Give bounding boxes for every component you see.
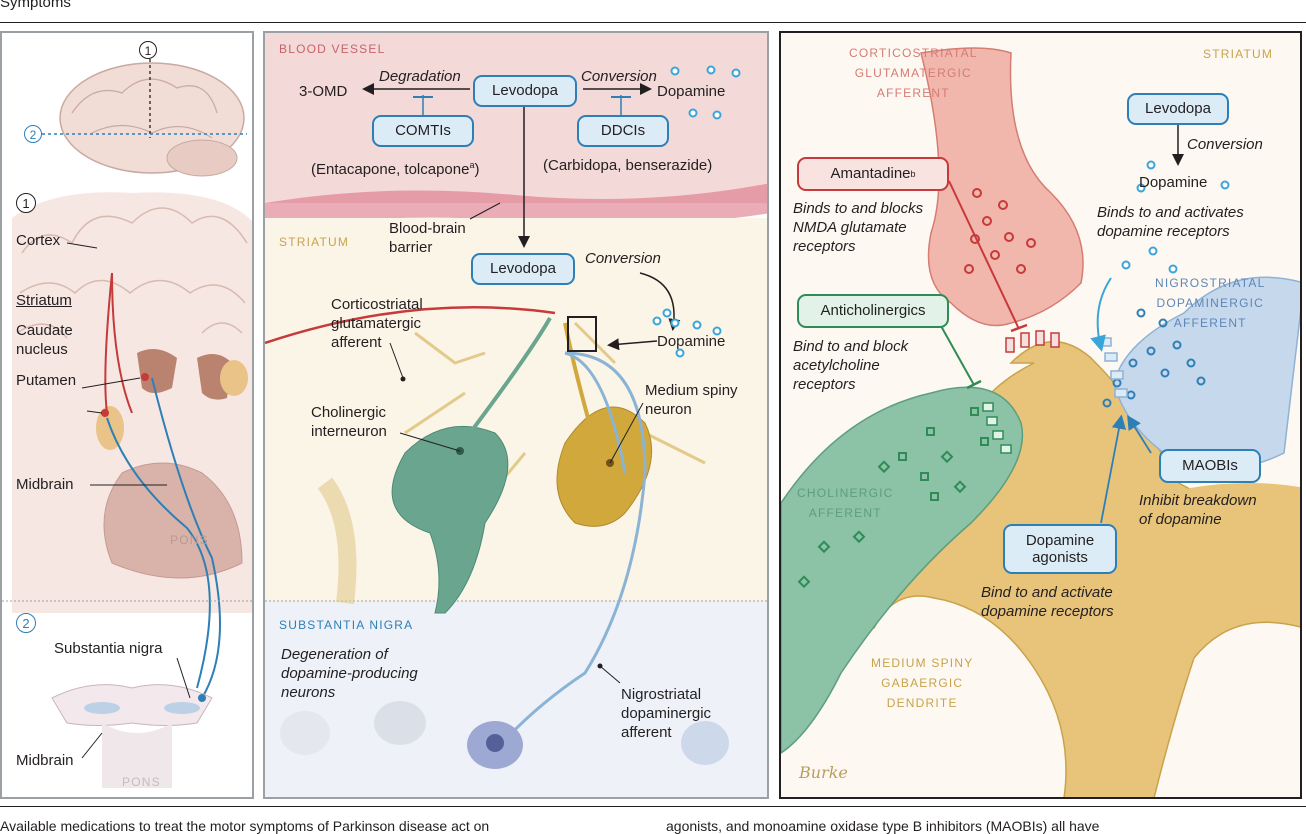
mechanism-panel: BLOOD VESSEL Degradation Conversion 3-OM… xyxy=(263,31,769,799)
marker-2-icon: 2 xyxy=(24,125,42,143)
corticostriatal-label: Corticostriatal glutamatergic afferent xyxy=(331,296,423,351)
striatum-region-label: STRIATUM xyxy=(279,235,350,249)
nigrostriatal-label: Nigrostriatal dopaminergic afferent xyxy=(621,686,712,741)
maobis-description: Inhibit breakdown of dopamine xyxy=(1139,492,1257,528)
section-2-marker-icon: 2 xyxy=(16,613,36,633)
anticholinergics-box: Anticholinergics xyxy=(797,294,949,328)
degeneration-label: Degeneration of dopamine-producing neuro… xyxy=(281,646,418,701)
dopamine-agonists-box: Dopamine agonists xyxy=(1003,524,1117,574)
ddci-examples: (Carbidopa, benserazide) xyxy=(543,157,713,174)
anatomy-illustration xyxy=(2,53,252,788)
midbrain-label: Midbrain xyxy=(16,476,74,493)
substantia-nigra-region-label: SUBSTANTIA NIGRA xyxy=(279,618,414,632)
blood-brain-barrier-label: Blood-brain barrier xyxy=(389,220,466,256)
ddcis-box: DDCIs xyxy=(577,115,669,147)
agonists-description: Bind to and activate dopamine receptors xyxy=(981,584,1114,620)
dopamine-label: Dopamine xyxy=(1139,174,1208,191)
cholinergic-label: Cholinergic interneuron xyxy=(311,404,387,440)
comt-examples: (Entacapone, tolcaponea) xyxy=(311,160,480,178)
anticholinergics-description: Bind to and block acetylcholine receptor… xyxy=(793,338,909,393)
substantia-nigra-label: Substantia nigra xyxy=(54,640,163,657)
levodopa-brain-box: Levodopa xyxy=(471,253,575,285)
artist-signature: Burke xyxy=(798,763,848,782)
comtis-box: COMTIs xyxy=(372,115,474,147)
cholinergic-caption: CHOLINERGIC AFFERENT xyxy=(797,486,894,520)
corticostriatal-caption: CORTICOSTRIATAL GLUTAMATERGIC AFFERENT xyxy=(849,46,978,100)
anatomy-panel: 1 2 1 Cortex Striatum Caudate nucleus Pu… xyxy=(0,31,254,799)
caudate-label: Caudate nucleus xyxy=(16,322,73,358)
marker-1-icon: 1 xyxy=(139,41,157,59)
synapse-panel: Burke CORTICOSTRIATAL GLUTAMATERGIC AFFE… xyxy=(779,31,1302,799)
levodopa-top-box: Levodopa xyxy=(473,75,577,107)
putamen-label: Putamen xyxy=(16,372,77,389)
omd-label: 3-OMD xyxy=(299,83,348,100)
conversion-label-top: Conversion xyxy=(581,68,657,85)
dopamine-label-brain: Dopamine xyxy=(657,333,726,350)
caption-left: Available medications to treat the motor… xyxy=(0,818,490,834)
degradation-label: Degradation xyxy=(379,68,461,85)
header-section-title: Symptoms xyxy=(0,0,71,11)
nigrostriatal-caption: NIGROSTRIATAL DOPAMINERGIC AFFERENT xyxy=(1155,276,1266,330)
striatum-caption: STRIATUM xyxy=(1203,47,1274,61)
pons-label: PONS xyxy=(170,533,209,547)
blood-vessel-label: BLOOD VESSEL xyxy=(279,42,386,56)
top-rule xyxy=(0,22,1306,23)
pons-bottom-label: PONS xyxy=(122,775,161,789)
midbrain-bottom-label: Midbrain xyxy=(16,752,74,769)
conversion-label: Conversion xyxy=(1187,136,1263,153)
bottom-rule xyxy=(0,806,1306,807)
striatum-label: Striatum xyxy=(16,292,72,309)
dopamine-label-top: Dopamine xyxy=(657,83,726,100)
binds-activates-label: Binds to and activates dopamine receptor… xyxy=(1097,204,1244,240)
levodopa-box: Levodopa xyxy=(1127,93,1229,125)
caption-right: agonists, and monoamine oxidase type B i… xyxy=(666,818,1100,834)
cortex-label: Cortex xyxy=(16,232,61,249)
amantadine-description: Binds to and blocks NMDA glutamate recep… xyxy=(793,200,924,255)
medium-spiny-caption: MEDIUM SPINY GABAergic DENDRITE xyxy=(871,656,974,710)
section-1-marker-icon: 1 xyxy=(16,193,36,213)
medium-spiny-label: Medium spiny neuron xyxy=(645,382,738,418)
conversion-label-brain: Conversion xyxy=(585,250,661,267)
striatum-illustration xyxy=(265,33,767,797)
maobis-box: MAOBIs xyxy=(1159,449,1261,483)
